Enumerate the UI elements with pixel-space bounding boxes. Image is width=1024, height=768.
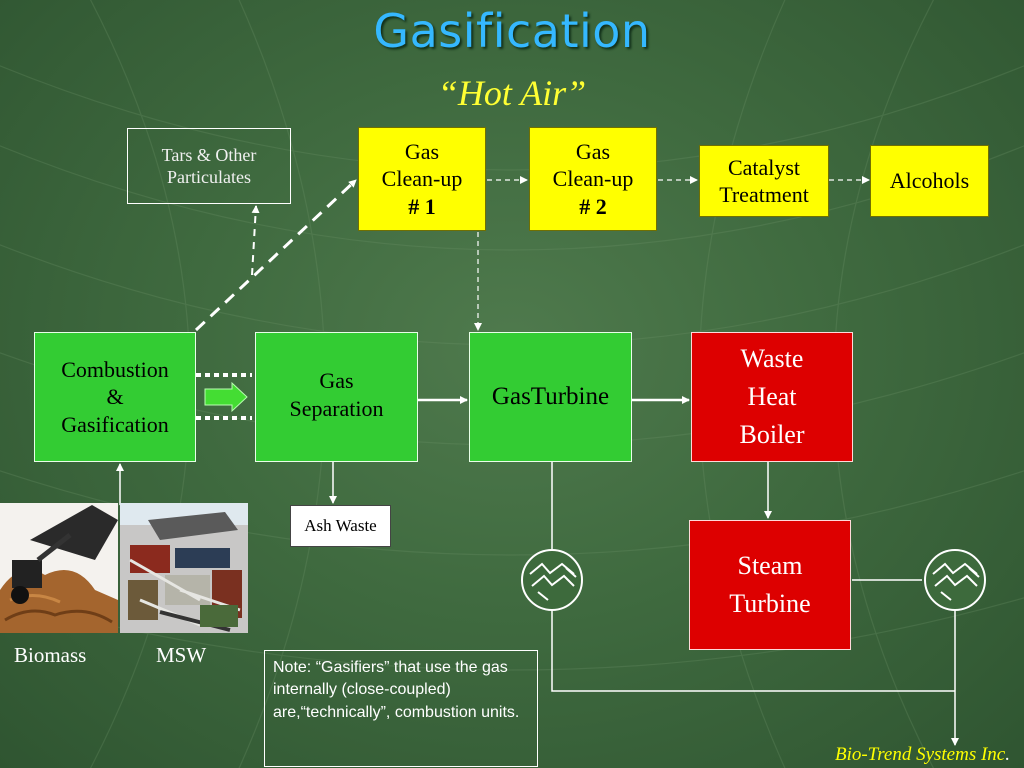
- ash-waste-label: Ash Waste: [304, 516, 377, 536]
- biomass-photo: [0, 503, 118, 633]
- generator-icon: [521, 549, 583, 611]
- cleanup1-line-1: Gas: [404, 138, 440, 164]
- combustion-line-1: Combustion: [61, 356, 169, 382]
- alcohols-box: Alcohols: [870, 145, 989, 217]
- tars-line-1: Tars & Other: [161, 144, 257, 165]
- combustion-gasification-box: Combustion & Gasification: [34, 332, 196, 462]
- steam-turbine-box: Steam Turbine: [689, 520, 851, 650]
- combustion-line-3: Gasification: [61, 411, 169, 437]
- waste-heat-boiler-box: Waste Heat Boiler: [691, 332, 853, 462]
- catalyst-treatment-box: Catalyst Treatment: [699, 145, 829, 217]
- cleanup2-line-3: # 2: [579, 193, 607, 219]
- arrow-combustion-to-cleanup1: [194, 178, 358, 332]
- tars-box: Tars & Other Particulates: [127, 128, 291, 204]
- boiler-line-2: Heat: [747, 382, 797, 412]
- msw-photo: [120, 503, 248, 633]
- cleanup2-line-2: Clean-up: [552, 166, 634, 192]
- gas-turbine-box: GasTurbine: [469, 332, 632, 462]
- tars-line-2: Particulates: [167, 167, 251, 187]
- catalyst-line-2: Treatment: [719, 182, 809, 207]
- catalyst-line-1: Catalyst: [727, 154, 801, 180]
- boiler-line-3: Boiler: [739, 419, 805, 449]
- biomass-label: Biomass: [14, 643, 87, 667]
- alcohols-label: Alcohols: [889, 168, 970, 194]
- arrow-to-tars: [251, 205, 260, 276]
- steam-line-2: Turbine: [729, 589, 811, 618]
- footer-company: Bio-Trend Systems Inc: [834, 744, 1006, 765]
- gas-separation-box: Gas Separation: [255, 332, 418, 462]
- footer-period: .: [1005, 744, 1010, 765]
- gas-cleanup-2-box: Gas Clean-up # 2: [529, 127, 657, 231]
- steam-line-1: Steam: [737, 551, 803, 581]
- separation-line-1: Gas: [319, 368, 354, 393]
- page-title: Gasification: [373, 4, 651, 58]
- footer-credit: Bio-Trend Systems Inc.: [835, 744, 1010, 766]
- combustion-line-2: &: [106, 384, 124, 410]
- cleanup1-line-3: # 1: [408, 193, 436, 219]
- ash-waste-box: Ash Waste: [290, 505, 391, 547]
- boiler-line-1: Waste: [740, 344, 804, 374]
- gas-turbine-label: GasTurbine: [491, 383, 610, 411]
- msw-label: MSW: [156, 643, 207, 667]
- power-line-left: [551, 462, 955, 692]
- note-text: Note: “Gasifiers” that use the gas inter…: [273, 659, 520, 721]
- cleanup2-line-1: Gas: [575, 138, 611, 164]
- separation-line-2: Separation: [289, 395, 384, 421]
- gas-cleanup-1-box: Gas Clean-up # 1: [358, 127, 486, 231]
- page-subtitle: “Hot Air”: [437, 73, 587, 113]
- cleanup1-line-2: Clean-up: [381, 166, 463, 192]
- generator-icon: [924, 549, 986, 611]
- note-box: Note: “Gasifiers” that use the gas inter…: [264, 650, 538, 767]
- green-flow-arrow: [204, 381, 248, 413]
